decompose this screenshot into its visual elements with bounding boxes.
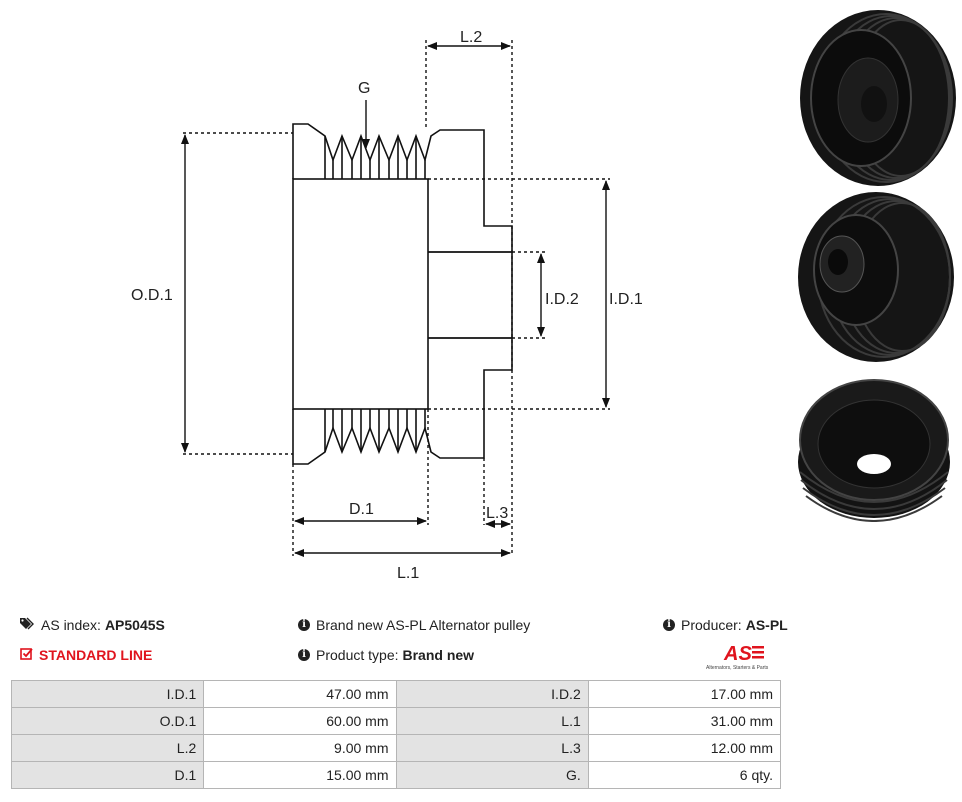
- product-type: i Product type: Brand new: [298, 647, 474, 663]
- spec-key: L.2: [10, 734, 205, 762]
- pulley-photo-angled: [798, 192, 954, 362]
- spec-key: I.D.2: [395, 680, 589, 708]
- producer: i Producer: AS-PL: [663, 617, 788, 633]
- label-l1: L.1: [397, 565, 419, 582]
- info-circle-icon: i: [298, 619, 310, 631]
- as-index-value: AP5045S: [104, 617, 165, 633]
- product-type-value: Brand new: [402, 647, 475, 663]
- label-g: G: [358, 80, 370, 97]
- spec-key: I.D.1: [10, 680, 205, 708]
- spec-value: 12.00 mm: [587, 734, 782, 762]
- as-index: AS index: AP5045S: [20, 617, 165, 633]
- spec-value: 31.00 mm: [587, 707, 782, 735]
- label-l2: L.2: [460, 29, 482, 46]
- spec-value: 15.00 mm: [203, 761, 397, 789]
- product-description: i Brand new AS-PL Alternator pulley: [298, 617, 530, 633]
- label-l3: L.3: [486, 505, 508, 522]
- pulley-photo-back: [798, 379, 950, 522]
- description-text: Brand new AS-PL Alternator pulley: [316, 617, 531, 633]
- spec-value: 17.00 mm: [587, 680, 782, 708]
- producer-value: AS-PL: [745, 617, 788, 633]
- spec-value: 47.00 mm: [203, 680, 397, 708]
- check-square-icon: [20, 647, 33, 663]
- spec-key: L.3: [395, 734, 589, 762]
- standard-line: STANDARD LINE: [20, 647, 152, 663]
- pulley-photo-front: [800, 10, 956, 186]
- spec-value: 6 qty.: [587, 761, 782, 789]
- spec-value: 9.00 mm: [203, 734, 397, 762]
- as-index-label: AS index:: [41, 617, 101, 633]
- spec-value: 60.00 mm: [203, 707, 397, 735]
- product-type-label: Product type:: [316, 647, 399, 663]
- label-od1: O.D.1: [131, 287, 173, 304]
- label-id2: I.D.2: [545, 291, 579, 308]
- spec-key: O.D.1: [10, 707, 205, 735]
- tags-icon: [20, 617, 35, 633]
- producer-label: Producer:: [681, 617, 742, 633]
- spec-key: D.1: [10, 761, 205, 789]
- as-pl-logo: AS Alternators, Starters & Parts: [706, 643, 769, 671]
- spec-key: G.: [395, 761, 589, 789]
- standard-line-label: STANDARD LINE: [39, 647, 153, 663]
- svg-text:Alternators, Starters & Parts: Alternators, Starters & Parts: [706, 665, 769, 671]
- label-id1: I.D.1: [609, 291, 643, 308]
- spec-key: L.1: [395, 707, 589, 735]
- pulley-technical-drawing: O.D.1 I.D.1 I.D.2 G L.2 D.1 L.3 L.1: [131, 29, 643, 582]
- svg-text:AS: AS: [723, 643, 752, 665]
- info-circle-icon: i: [298, 649, 310, 661]
- label-d1: D.1: [349, 501, 374, 518]
- info-circle-icon: i: [663, 619, 675, 631]
